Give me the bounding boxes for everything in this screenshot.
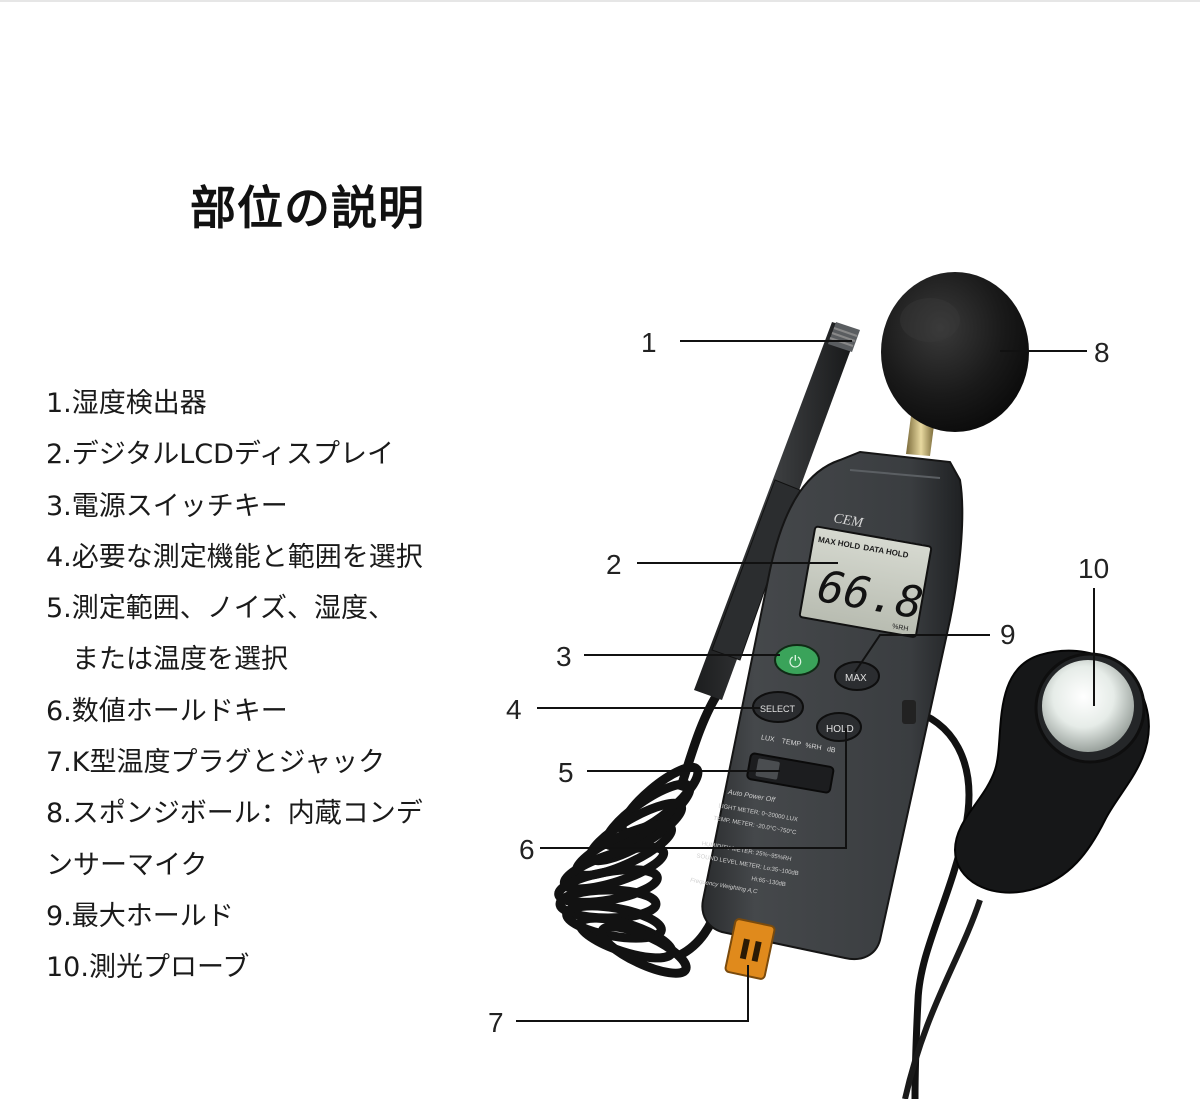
- callout-5: 5: [558, 757, 574, 788]
- lcd-display: MAX HOLD DATA HOLD 66.8 %RH: [798, 525, 933, 638]
- callout-4: 4: [506, 694, 522, 725]
- legend-item-4: 4.必要な測定機能と範囲を選択: [46, 541, 423, 573]
- parts-legend: 1.湿度検出器 2.デジタルLCDディスプレイ 3.電源スイッチキー 4.必要な…: [46, 378, 423, 994]
- humidity-probe: [694, 322, 860, 700]
- hold-button[interactable]: HOLD: [816, 712, 862, 742]
- sponge-ball: [881, 272, 1029, 432]
- switch-label-rh: %RH: [805, 742, 822, 752]
- callout-9: 9: [1000, 619, 1016, 650]
- callout-8: 8: [1094, 337, 1110, 368]
- leader-lines: [516, 340, 1095, 1022]
- callout-6: 6: [519, 834, 535, 865]
- legend-item-3: 3.電源スイッチキー: [46, 490, 288, 522]
- switch-label-db: dB: [826, 746, 836, 754]
- select-button[interactable]: SELECT: [752, 691, 804, 723]
- legend-item-7: 7.K型温度プラグとジャック: [46, 747, 386, 779]
- switch-label-temp: TEMP: [781, 738, 802, 748]
- legend-item-1: 1.湿度検出器: [46, 388, 207, 419]
- spec-line-5: Hi:65~130dB: [751, 876, 786, 888]
- max-button-label: MAX: [845, 673, 867, 684]
- hold-button-label: HOLD: [826, 724, 854, 735]
- max-button[interactable]: MAX: [834, 661, 880, 691]
- callout-10: 10: [1078, 553, 1109, 584]
- range-switch[interactable]: LUX TEMP %RH dB: [746, 733, 838, 794]
- legend-item-10: 10.測光プローブ: [46, 952, 250, 984]
- legend-item-5-continued: または温度を選択: [72, 644, 288, 676]
- select-button-label: SELECT: [760, 704, 796, 714]
- page-title: 部位の説明: [190, 181, 425, 235]
- legend-item-5: 5.測定範囲、ノイズ、湿度、: [46, 593, 395, 625]
- coiled-cable: [554, 687, 724, 978]
- meter-body: [701, 450, 964, 960]
- legend-item-2: 2.デジタルLCDディスプレイ: [46, 439, 395, 471]
- legend-item-6: 6.数値ホールドキー: [46, 695, 288, 727]
- legend-item-8-continued: ンサーマイク: [46, 849, 208, 881]
- light-probe-cable-2: [902, 899, 983, 1099]
- callout-1: 1: [641, 327, 657, 358]
- callout-7: 7: [488, 1007, 504, 1038]
- k-type-plug: [724, 918, 776, 980]
- brand-label: CEM: [832, 511, 865, 531]
- legend-item-9: 9.最大ホールド: [46, 900, 234, 932]
- power-icon: ⏻: [789, 652, 802, 671]
- callout-3: 3: [556, 641, 572, 672]
- side-jack: [902, 700, 916, 724]
- light-probe: [953, 649, 1150, 894]
- power-button[interactable]: ⏻: [774, 644, 820, 676]
- lcd-unit: %RH: [892, 623, 909, 633]
- top-divider: [0, 0, 1200, 2]
- switch-label-lux: LUX: [760, 734, 775, 743]
- callout-2: 2: [606, 549, 622, 580]
- light-probe-cable: [909, 706, 973, 1099]
- legend-item-8: 8.スポンジボール：内蔵コンデ: [46, 798, 423, 830]
